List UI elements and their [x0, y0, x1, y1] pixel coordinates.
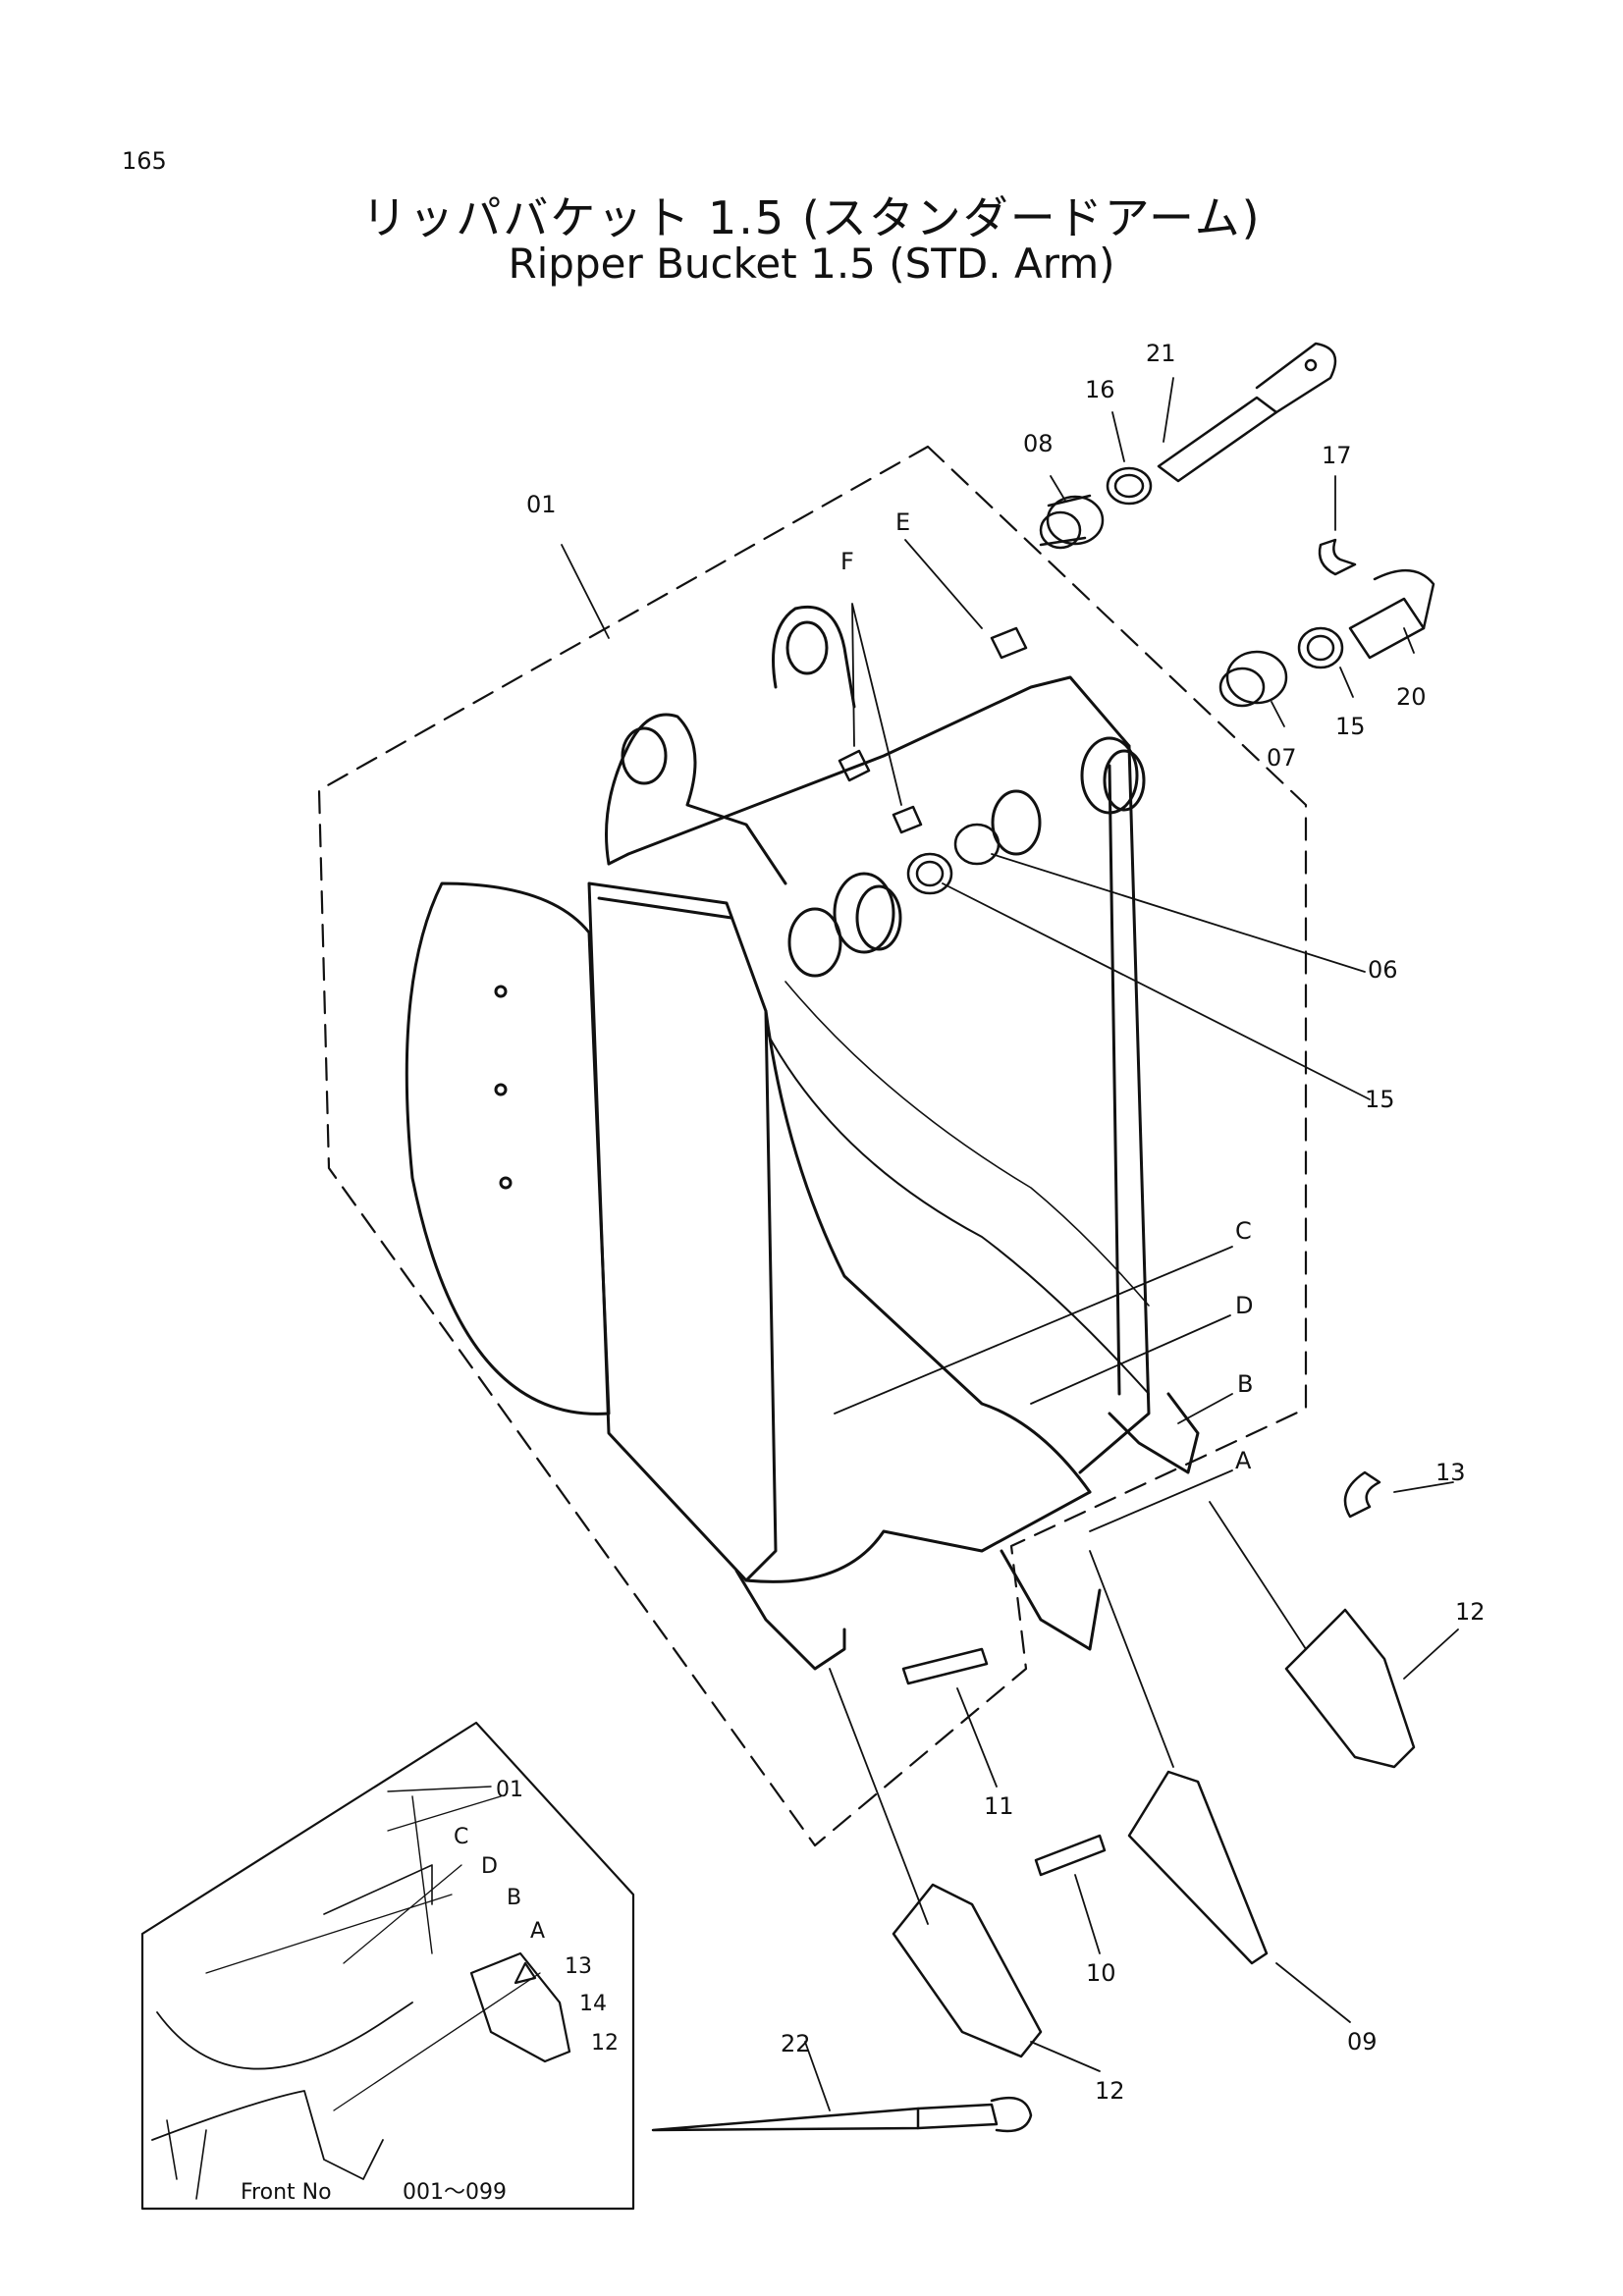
tooth-12a — [1284, 1608, 1416, 1769]
callout-15-upper: 15 — [1335, 713, 1366, 740]
lock-17 — [1318, 538, 1357, 576]
inset-label-D: D — [481, 1854, 498, 1879]
inset-label-12: 12 — [591, 2031, 619, 2056]
grease-fitting-E — [990, 626, 1028, 660]
leader-lines — [561, 377, 1459, 2111]
callout-13: 13 — [1435, 1459, 1466, 1486]
inset-label-B: B — [507, 1886, 521, 1910]
callout-C: C — [1235, 1217, 1252, 1245]
page-number: 165 — [122, 147, 167, 175]
tooth-09 — [1127, 1770, 1269, 1965]
bushing-07 — [1218, 650, 1288, 708]
lock-13 — [1343, 1470, 1381, 1519]
bushing-06 — [953, 823, 1001, 866]
tooth-12b — [892, 1883, 1043, 2058]
callout-21: 21 — [1146, 340, 1176, 367]
tool-22 — [651, 2096, 1033, 2133]
inset-label-A: A — [530, 1919, 545, 1944]
callout-20: 20 — [1396, 683, 1427, 711]
pin-20 — [1348, 568, 1435, 660]
inset-label-C: C — [454, 1825, 468, 1849]
callout-B: B — [1237, 1370, 1253, 1398]
grease-fitting-F — [838, 749, 923, 834]
callout-16: 16 — [1085, 376, 1115, 403]
callout-09: 09 — [1347, 2028, 1378, 2056]
callout-17: 17 — [1322, 442, 1352, 469]
callout-07: 07 — [1267, 744, 1297, 772]
bucket-body — [405, 605, 1200, 1671]
callout-15-lower: 15 — [1365, 1086, 1395, 1113]
callout-08: 08 — [1023, 430, 1054, 457]
callout-A: A — [1235, 1447, 1252, 1474]
title-english: Ripper Bucket 1.5 (STD. Arm) — [508, 240, 1115, 288]
inset-label-01: 01 — [496, 1778, 523, 1802]
callout-E: E — [895, 508, 910, 536]
front-no-range: 001～099 — [403, 2180, 507, 2205]
pin-11 — [901, 1647, 989, 1685]
callout-12-right: 12 — [1455, 1598, 1486, 1626]
callout-D: D — [1235, 1292, 1253, 1319]
inset-front-no: 01 C D B A 13 14 12 Front No 001～099 — [140, 1721, 635, 2211]
title-japanese: リッパバケット 1.5 (スタンダードアーム) — [361, 191, 1262, 244]
callout-10: 10 — [1086, 1959, 1116, 1987]
callout-06: 06 — [1368, 956, 1398, 984]
inset-label-14: 14 — [579, 1992, 607, 2016]
callout-22: 22 — [781, 2030, 811, 2057]
pin-10 — [1034, 1834, 1107, 1877]
pin-21 — [1157, 342, 1337, 483]
ring-15b — [906, 852, 953, 895]
callout-11: 11 — [984, 1792, 1014, 1820]
callout-12-lower: 12 — [1095, 2077, 1125, 2105]
ring-16 — [1106, 466, 1153, 506]
inset-label-13: 13 — [565, 1954, 592, 1979]
assembly-dashed-boundary — [317, 445, 1308, 1847]
callout-F: F — [840, 548, 854, 575]
ring-15a — [1297, 626, 1344, 669]
bushing-08 — [1039, 494, 1105, 550]
front-no-label: Front No — [241, 2180, 332, 2205]
callout-01: 01 — [526, 491, 557, 518]
